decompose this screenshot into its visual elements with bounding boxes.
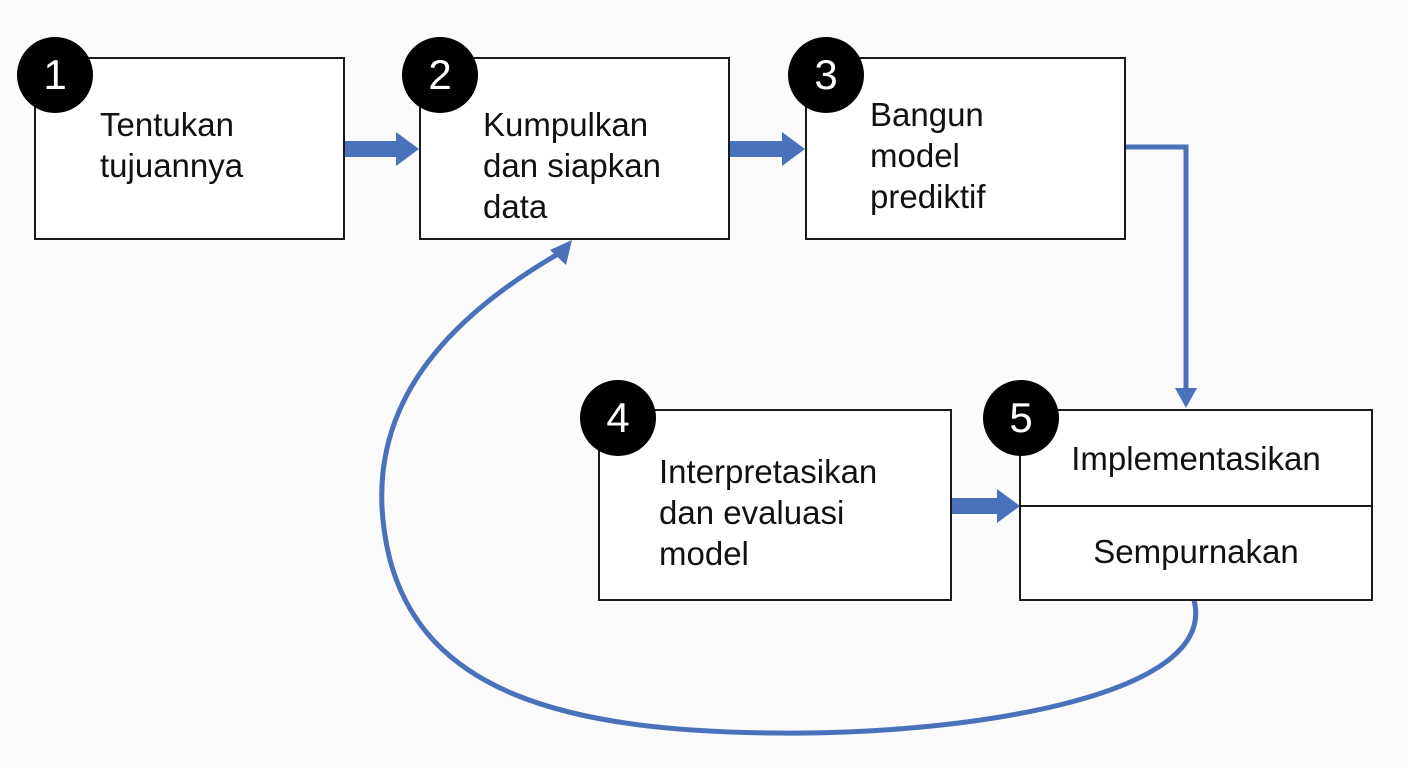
step-5-bottom-label: Sempurnakan bbox=[1093, 533, 1299, 570]
step-2-label: Kumpulkan dan siapkan data bbox=[483, 106, 661, 225]
step-4-box: Interpretasikan dan evaluasi model bbox=[598, 409, 952, 601]
step-1-badge: 1 bbox=[17, 37, 93, 113]
step-2-badge: 2 bbox=[402, 37, 478, 113]
step-5-top-label: Implementasikan bbox=[1071, 440, 1321, 477]
step-1-label: Tentukan tujuannya bbox=[100, 106, 244, 184]
arrow-4-to-5 bbox=[951, 489, 1020, 523]
step-4-badge: 4 bbox=[580, 380, 656, 456]
step-5-box: Implementasikan Sempurnakan bbox=[1019, 409, 1373, 601]
step-3-badge: 3 bbox=[788, 37, 864, 113]
step-5-badge: 5 bbox=[983, 380, 1059, 456]
step-2-box: Kumpulkan dan siapkan data bbox=[419, 57, 730, 240]
step-3-label: Bangun model prediktif bbox=[870, 96, 986, 215]
step-4-label: Interpretasikan dan evaluasi model bbox=[659, 453, 878, 572]
arrow-1-to-2 bbox=[344, 132, 419, 166]
arrow-2-to-3 bbox=[730, 132, 805, 166]
arrow-3-to-5 bbox=[1126, 144, 1197, 408]
step-5-divider bbox=[1021, 505, 1371, 507]
